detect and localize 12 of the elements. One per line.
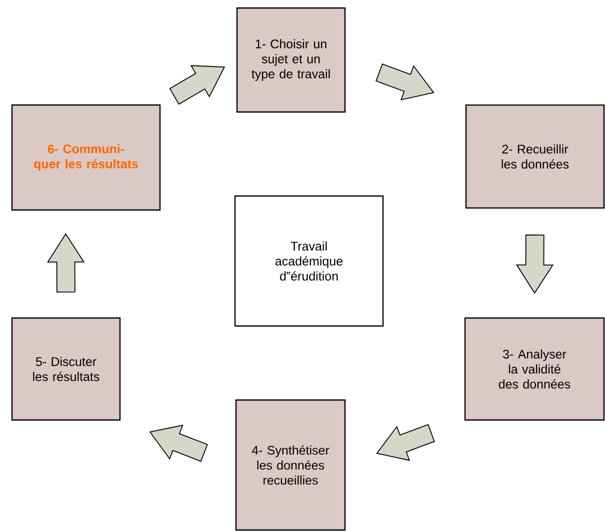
block-arrow [376, 424, 435, 461]
process-box: 1- Choisir un sujet et un type de travail [236, 7, 346, 113]
process-box: 4- Synthétiser les données recueillies [235, 399, 346, 531]
process-box: 6- Communi- quer les résultats [11, 104, 161, 211]
block-arrow [46, 233, 85, 292]
block-arrow [169, 65, 226, 105]
process-box: Travail académique d‟érudition [234, 195, 384, 327]
block-arrow [149, 424, 208, 462]
process-box: 3- Analyser la validité des données [464, 317, 605, 421]
block-arrow [516, 234, 554, 294]
process-box: 5- Discuter les résultats [11, 317, 121, 421]
process-box: 2- Recueillir les données [465, 104, 605, 209]
